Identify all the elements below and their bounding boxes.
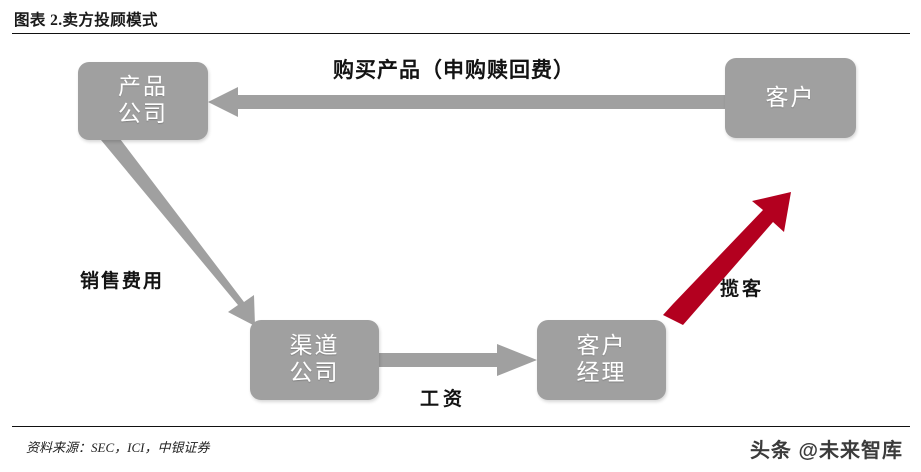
edge-label-customer-acquisition: 揽客 [720,279,765,300]
diagram-canvas: 产品 公司 客户 渠道 公司 客户 经理 购买产品（申购赎回费） 销售费用 工资… [0,36,921,424]
node-channel-company[interactable]: 渠道 公司 [250,320,379,400]
node-customer[interactable]: 客户 [725,58,856,138]
arrow-sales-expense [101,131,255,326]
arrow-salary [379,344,537,376]
footer-divider [12,426,910,427]
arrow-layer [101,87,791,376]
node-channel-company-line-1: 渠道 [289,333,340,359]
node-customer-line-1: 客户 [765,84,816,110]
node-product-company-line-1: 产品 [118,74,168,100]
source-note: 资料来源：SEC，ICI，中银证券 [26,440,210,455]
node-account-manager-line-2: 经理 [576,360,627,385]
arrow-customer-acquisition [663,192,791,325]
node-channel-company-line-2: 公司 [289,360,340,385]
edge-label-salary: 工资 [420,389,467,410]
node-account-manager[interactable]: 客户 经理 [537,320,666,400]
figure-title: 图表 2.卖方投顾模式 [14,12,158,29]
title-divider [12,33,910,34]
node-product-company-line-2: 公司 [118,101,168,126]
edge-label-sales-expense: 销售费用 [80,271,165,292]
node-account-manager-line-1: 客户 [576,333,627,359]
node-product-company[interactable]: 产品 公司 [78,62,208,140]
arrow-purchase-products [208,87,725,117]
watermark: 头条 @未来智库 [749,440,903,462]
edge-label-purchase-products: 购买产品（申购赎回费） [333,58,575,82]
